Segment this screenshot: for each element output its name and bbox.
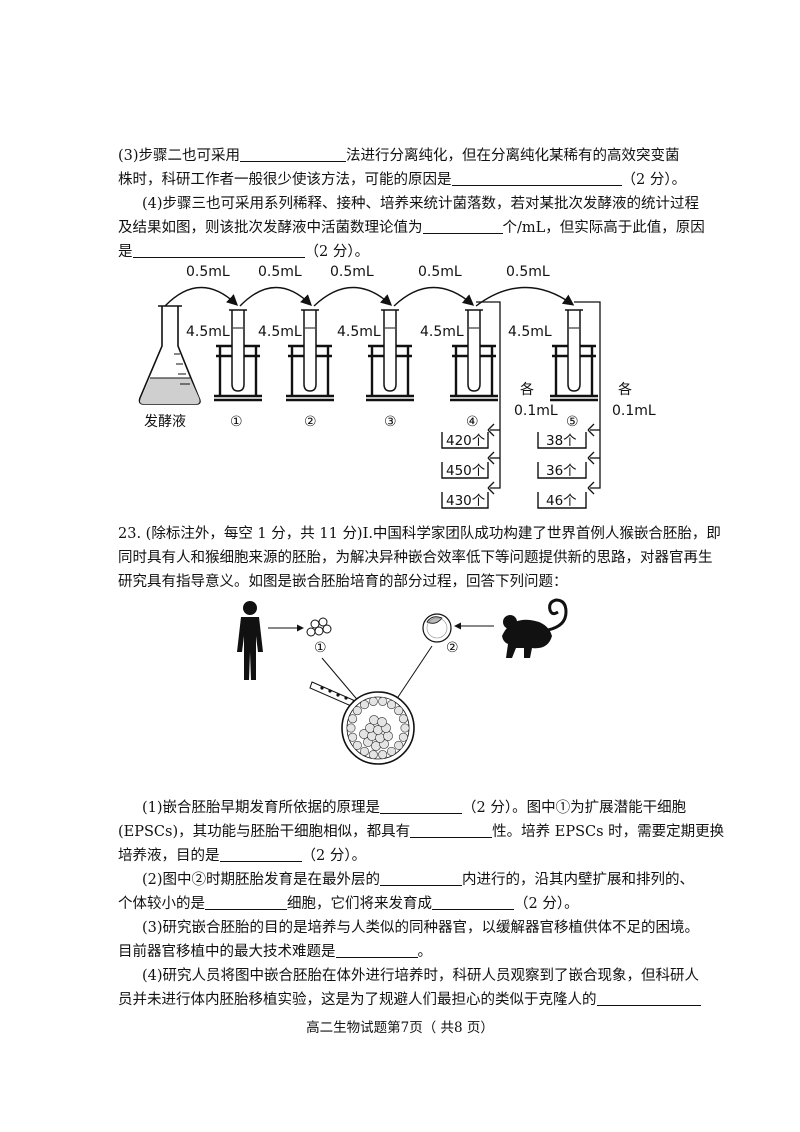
- plate-5-1: [537, 432, 587, 449]
- q23-header-line3: 研究具有指导意义。如图是嵌合胚胎培育的部分过程，回答下列问题：: [118, 574, 568, 590]
- count-5-2: 36个: [546, 463, 577, 479]
- transfer-arrow-1: [164, 286, 239, 307]
- monkey-silhouette: [502, 598, 568, 658]
- answer-blank[interactable]: [432, 895, 514, 910]
- q23-s2-line1: (2)图中②时期胚胎发育是在最外层的内进行的，沿其内壁扩展和排列的、: [142, 871, 695, 888]
- answer-blank[interactable]: [422, 219, 503, 234]
- transfer-label-2: 0.5mL: [258, 264, 302, 280]
- answer-blank[interactable]: [380, 871, 463, 886]
- tube-racks: [214, 309, 598, 402]
- transfer-arrow-4: [393, 286, 475, 307]
- transfer-label-3: 0.5mL: [330, 264, 374, 280]
- epsc-cluster: [306, 617, 332, 637]
- q23-header-line2: 同时具有人和猴细胞来源的胚胎，为解决异种嵌合效率低下等问题提供新的思路，对器官再…: [118, 550, 713, 566]
- transfer-arrow-3: [313, 286, 393, 307]
- count-4-3: 430个: [446, 493, 486, 509]
- q23-s1-line2: (EPSCs)，其功能与胚胎干细胞相似，都具有性。培养 EPSCs 时，需要定期…: [118, 823, 725, 840]
- plate-4-1: [441, 432, 489, 449]
- each-label-4-a: 各: [520, 382, 534, 398]
- chimera-embryo: [341, 691, 415, 765]
- each-label-4-b: 0.1mL: [514, 403, 558, 419]
- transfer-label-5: 0.5mL: [506, 264, 550, 280]
- transfer-label-4: 0.5mL: [418, 264, 462, 280]
- q23-s2-line2: 个体较小的是细胞，它们将来发育成（2 分）。: [118, 895, 579, 912]
- each-label-5-a: 各: [618, 382, 632, 398]
- tube-number-1: ①: [230, 414, 243, 430]
- count-4-1: 420个: [446, 433, 486, 449]
- tube-rack-1: [214, 309, 262, 402]
- q23-s3-line1: (3)研究嵌合胚胎的目的是培养与人类似的同种器官，以缓解器官移植供体不足的困境。: [142, 920, 700, 936]
- tube-number-3: ③: [384, 414, 397, 430]
- count-5-1: 38个: [546, 433, 577, 449]
- answer-blank[interactable]: [205, 895, 287, 910]
- tube-rack-4: [450, 309, 498, 402]
- page-footer: 高二生物试题第7页（ 共8 页）: [306, 1020, 494, 1036]
- tube-rack-5: [550, 309, 598, 402]
- plating-lines: [476, 301, 601, 495]
- volume-label-1: 4.5mL: [186, 324, 230, 340]
- transfer-arrows: [164, 286, 575, 307]
- plate-4-2: [441, 462, 489, 479]
- answer-blank[interactable]: [410, 823, 493, 838]
- volume-label-5: 4.5mL: [508, 324, 552, 340]
- transfer-arrow-2: [239, 286, 313, 307]
- answer-blank[interactable]: [132, 243, 305, 258]
- q23-s4-line1: (4)研究人员将图中嵌合胚胎在体外进行培养时，科研人员观察到了嵌合现象，但科研人: [142, 968, 700, 984]
- q23-s1-line1: (1)嵌合胚胎早期发育所依据的原理是（2 分）。图中①为扩展潜能干细胞: [142, 799, 687, 816]
- q23-s3-line2: 目前器官移植中的最大技术难题是。: [118, 943, 432, 960]
- transfer-label-1: 0.5mL: [186, 264, 230, 280]
- figure-label-2: ②: [446, 640, 459, 656]
- flask-label: 发酵液: [144, 414, 186, 430]
- tube-number-2: ②: [304, 414, 317, 430]
- answer-blank[interactable]: [451, 171, 622, 186]
- volume-label-4: 4.5mL: [420, 324, 464, 340]
- q23-header-line1: 23. (除标注外，每空 1 分，共 11 分)Ⅰ.中国科学家团队成功构建了世界…: [118, 526, 721, 542]
- tube-rack-2: [286, 309, 334, 402]
- volume-label-2: 4.5mL: [258, 324, 302, 340]
- tube-rack-3: [366, 309, 414, 402]
- chimera-embryo-figure: ① ②: [237, 598, 568, 765]
- tube-number-5: ⑤: [566, 414, 579, 430]
- each-label-5-b: 0.1mL: [612, 403, 656, 419]
- serial-dilution-figure: 0.5mL 0.5mL 0.5mL 0.5mL 0.5mL 4.5mL 4.5m…: [138, 264, 656, 509]
- count-4-2: 450个: [446, 463, 486, 479]
- q22-part4-line1: (4)步骤三也可采用系列稀释、接种、培养来统计菌落数，若对某批次发酵液的统计过程: [142, 196, 700, 212]
- plate-5-2: [537, 462, 587, 479]
- transfer-arrow-5: [475, 286, 575, 307]
- tube-number-4: ④: [466, 414, 479, 430]
- answer-blank[interactable]: [596, 991, 701, 1006]
- q22-part4-line3: 是（2 分）。: [118, 243, 370, 260]
- q23-s4-line2: 员并未进行体内胚胎移植实验，这是为了规避人们最担心的类似于克隆人的: [118, 990, 701, 1010]
- plate-4-3: [441, 492, 489, 509]
- monkey-blastocyst: [422, 613, 452, 643]
- answer-blank[interactable]: [380, 799, 463, 814]
- answer-blank[interactable]: [335, 943, 418, 958]
- volume-label-3: 4.5mL: [337, 324, 381, 340]
- answer-blank[interactable]: [240, 147, 347, 162]
- figure-label-1: ①: [314, 640, 327, 656]
- plate-5-3: [537, 492, 587, 509]
- answer-blank[interactable]: [219, 847, 302, 862]
- culture-plates: [441, 432, 587, 509]
- q22-part4-line2: 及结果如图，则该批次发酵液中活菌数理论值为个/mL，但实际高于此值，原因: [118, 219, 705, 236]
- q23-s1-line3: 培养液，目的是（2 分）。: [118, 847, 367, 864]
- fermentation-flask: [138, 305, 201, 405]
- human-silhouette: [237, 601, 263, 680]
- q22-part3-line1: (3)步骤二也可采用法进行分离纯化，但在分离纯化某稀有的高效突变菌: [118, 147, 680, 164]
- q22-part3-line2: 株时，科研工作者一般很少使该方法，可能的原因是（2 分）。: [118, 171, 687, 188]
- count-5-3: 46个: [546, 493, 577, 509]
